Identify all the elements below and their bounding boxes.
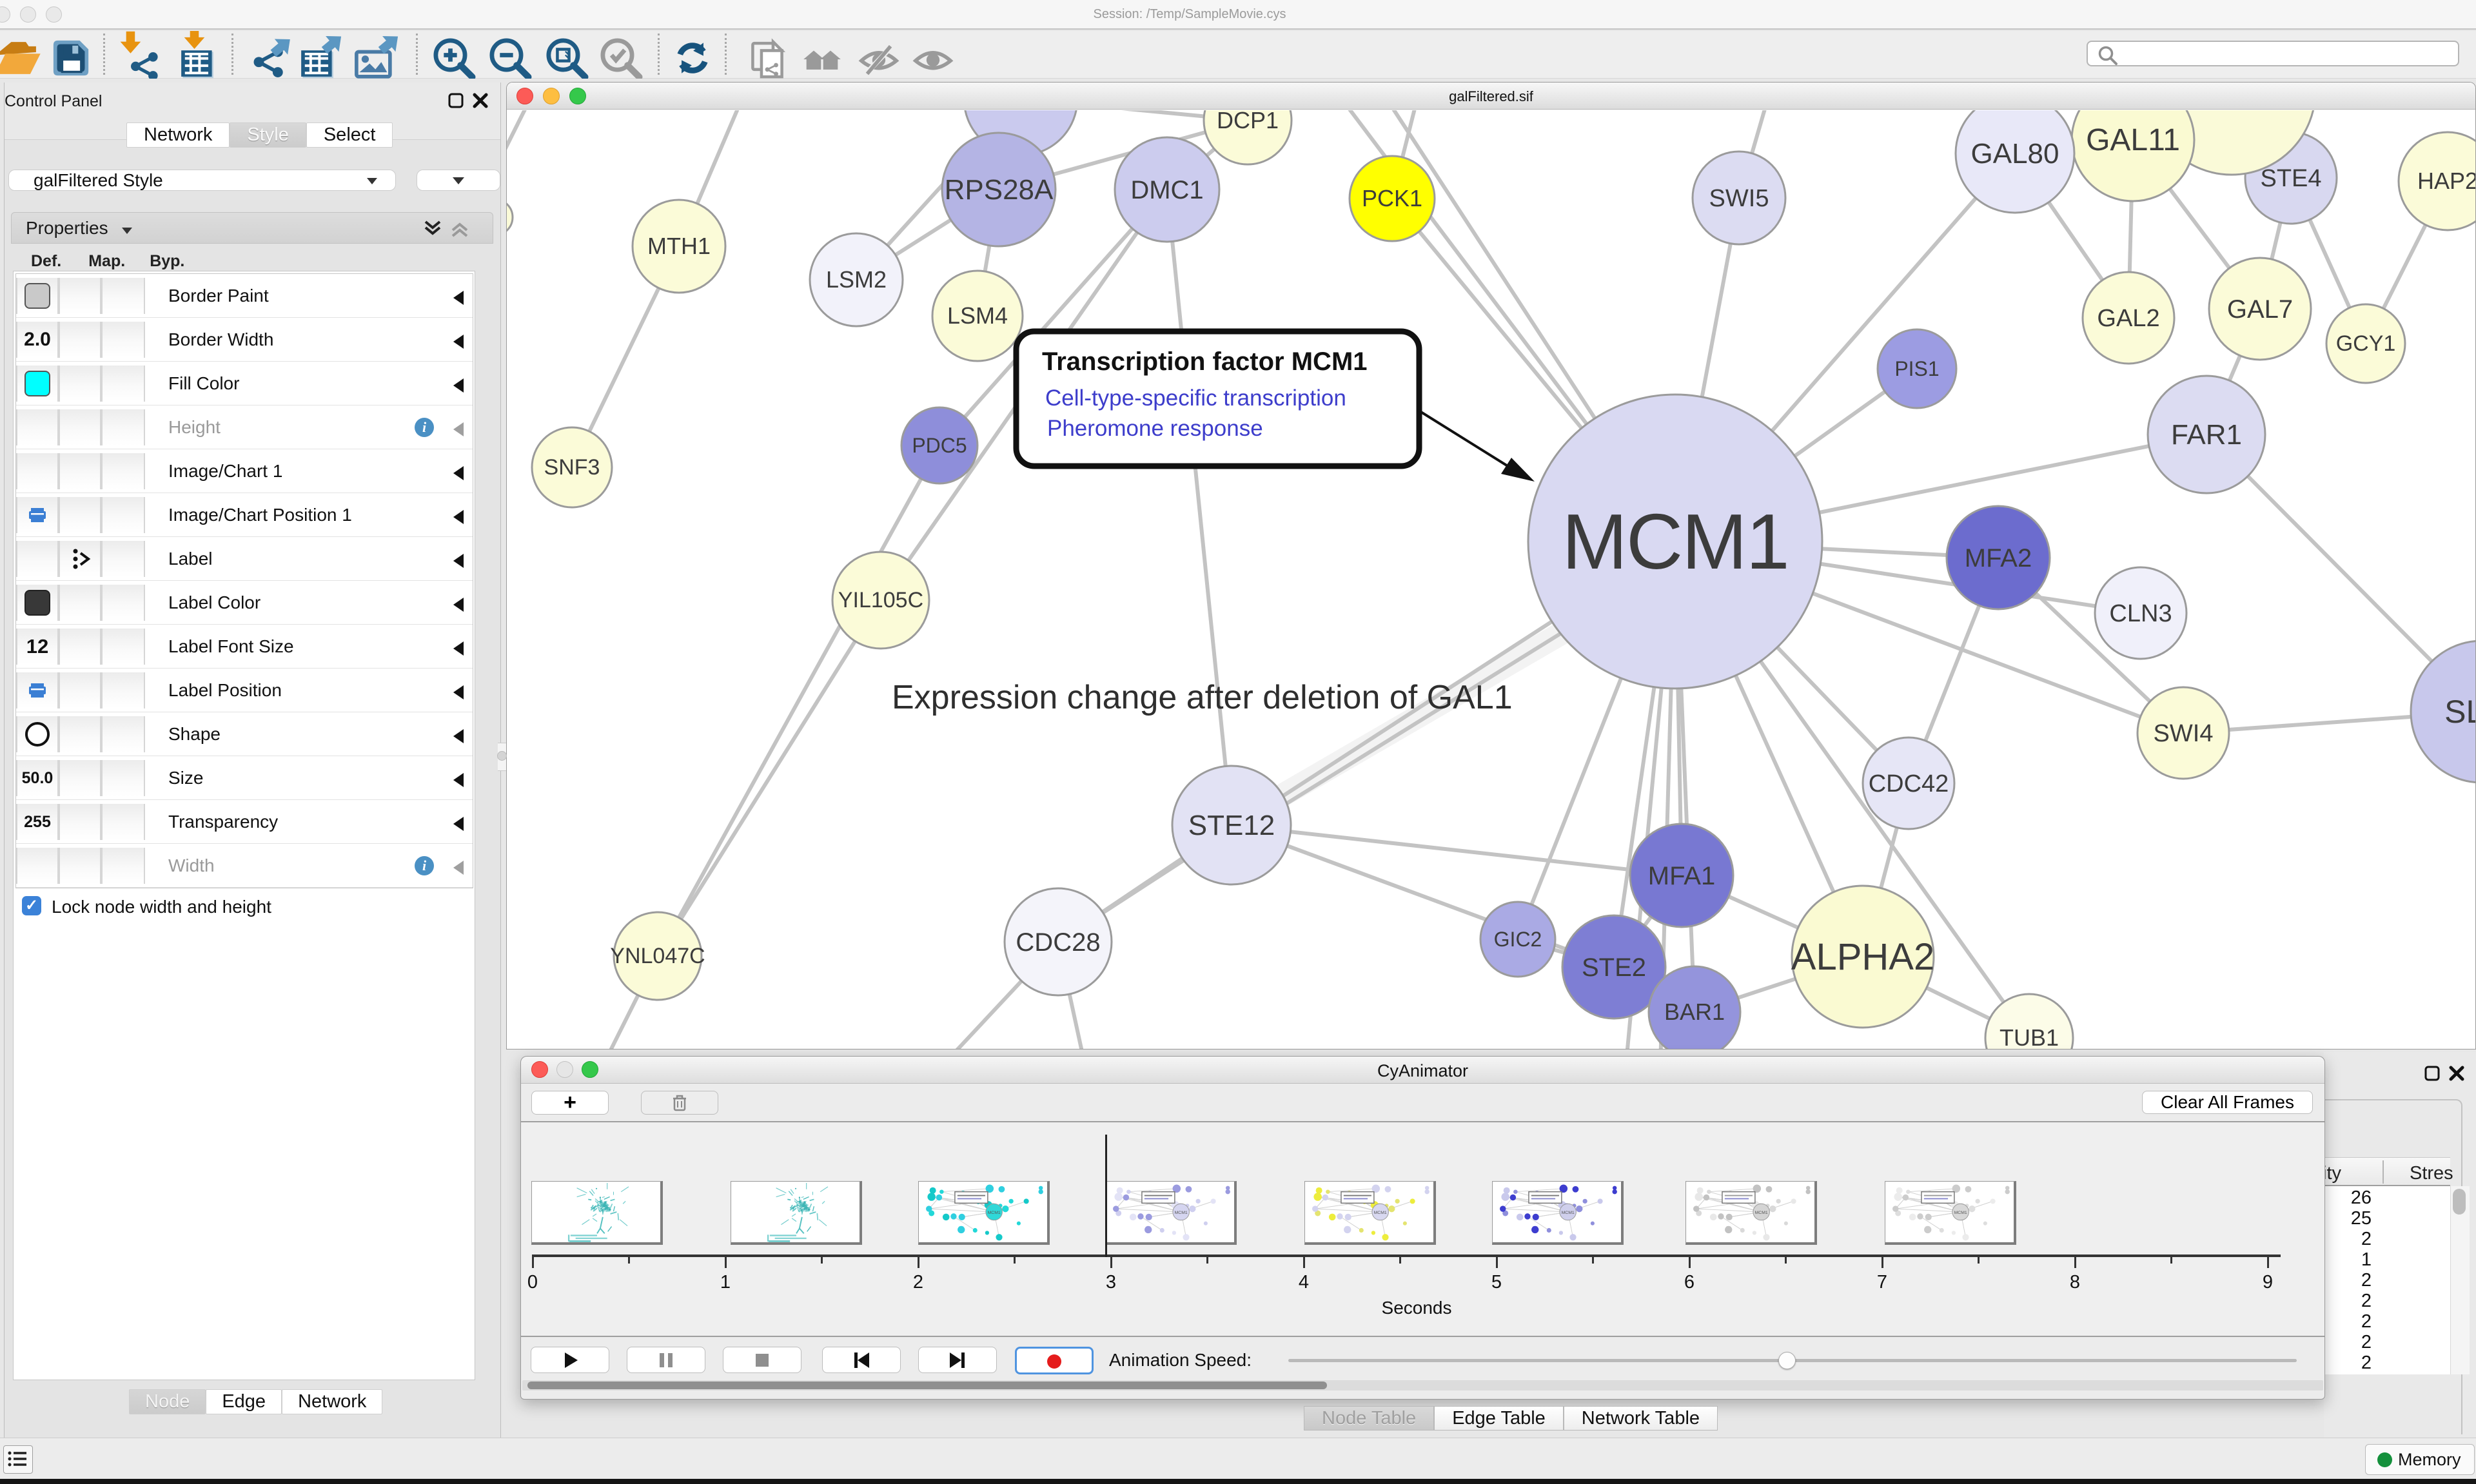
svg-text:PDC5: PDC5 bbox=[912, 434, 967, 457]
svg-text:SWI4: SWI4 bbox=[2154, 720, 2214, 747]
svg-text:HAP2: HAP2 bbox=[2417, 168, 2476, 194]
svg-text:PCK1: PCK1 bbox=[1362, 185, 1422, 211]
svg-text:Pheromone response: Pheromone response bbox=[1047, 416, 1263, 441]
svg-text:CDC28: CDC28 bbox=[1016, 928, 1100, 957]
svg-text:Expression change after deleti: Expression change after deletion of GAL1 bbox=[892, 679, 1513, 716]
svg-text:STE4: STE4 bbox=[2260, 165, 2321, 192]
svg-text:GAL11: GAL11 bbox=[2086, 123, 2180, 157]
svg-text:FAR1: FAR1 bbox=[2171, 419, 2242, 451]
svg-text:LSM2: LSM2 bbox=[826, 266, 887, 293]
svg-text:MFA1: MFA1 bbox=[1648, 862, 1715, 890]
svg-text:DMC1: DMC1 bbox=[1130, 176, 1203, 204]
svg-text:YNL047C: YNL047C bbox=[610, 944, 705, 968]
svg-text:GCY1: GCY1 bbox=[2336, 331, 2396, 356]
svg-text:BAR1: BAR1 bbox=[1664, 999, 1725, 1025]
svg-text:TUB1: TUB1 bbox=[1999, 1024, 2059, 1050]
svg-text:MCM1: MCM1 bbox=[1562, 498, 1788, 585]
svg-text:DCP1: DCP1 bbox=[1217, 110, 1279, 133]
svg-text:SLT2: SLT2 bbox=[2444, 694, 2476, 730]
svg-text:GIC2: GIC2 bbox=[1494, 928, 1542, 951]
svg-text:YIL105C: YIL105C bbox=[838, 588, 923, 612]
svg-text:GAL80: GAL80 bbox=[1971, 138, 2059, 170]
svg-text:CDC42: CDC42 bbox=[1869, 770, 1949, 797]
svg-text:STE12: STE12 bbox=[1188, 810, 1275, 841]
svg-text:GAL7: GAL7 bbox=[2227, 295, 2293, 324]
svg-text:MFA2: MFA2 bbox=[1965, 544, 2032, 572]
svg-text:PIS1: PIS1 bbox=[1894, 357, 1939, 380]
svg-text:Cell-type-specific transcripti: Cell-type-specific transcription bbox=[1045, 386, 1346, 411]
svg-text:SWI5: SWI5 bbox=[1709, 185, 1769, 212]
svg-text:ALPHA2: ALPHA2 bbox=[1791, 936, 1934, 978]
svg-text:MTH1: MTH1 bbox=[647, 233, 711, 259]
svg-text:STE2: STE2 bbox=[1582, 953, 1646, 982]
svg-text:SNF3: SNF3 bbox=[544, 455, 600, 480]
svg-text:GAL2: GAL2 bbox=[2097, 305, 2159, 332]
svg-text:Transcription factor MCM1: Transcription factor MCM1 bbox=[1042, 347, 1368, 376]
svg-text:LSM4: LSM4 bbox=[947, 302, 1008, 329]
svg-text:CLN3: CLN3 bbox=[2109, 600, 2172, 627]
svg-text:RPS28A: RPS28A bbox=[945, 174, 1054, 206]
